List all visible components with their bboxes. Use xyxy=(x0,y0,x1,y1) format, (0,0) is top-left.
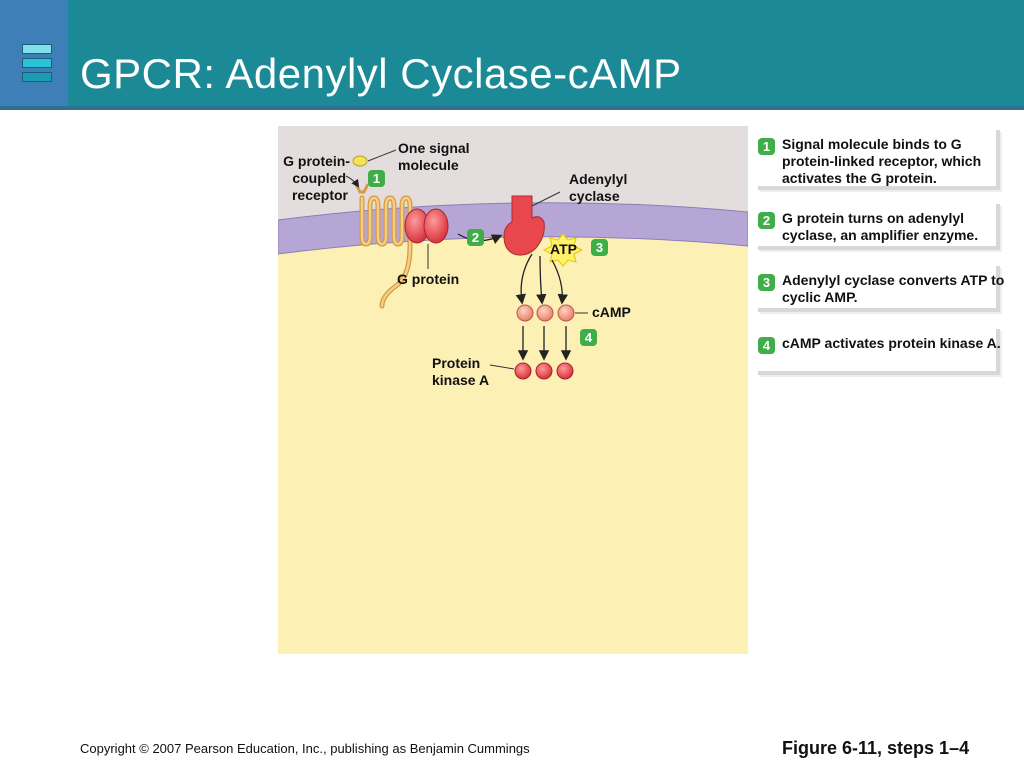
atp-label: ATP xyxy=(550,241,577,257)
figure-reference: Figure 6-11, steps 1–4 xyxy=(782,738,970,758)
step-caption-3: 3 Adenylyl cyclase converts ATP to cycli… xyxy=(758,266,1004,312)
g-protein xyxy=(404,208,449,269)
step-badge-2: 2 xyxy=(758,212,775,229)
step-text-4: cAMP activates protein kinase A. xyxy=(782,335,1001,351)
protein-kinase-a-label: Protein kinase A xyxy=(432,355,490,388)
signal-molecule xyxy=(352,155,368,167)
title-bar-accent xyxy=(0,0,68,106)
camp-label: cAMP xyxy=(592,304,631,320)
slide-title: GPCR: Adenylyl Cyclase-cAMP xyxy=(80,50,682,97)
step-caption-2: 2 G protein turns on adenylyl cyclase, a… xyxy=(758,204,1000,250)
diagram-step-badge-1: 1 xyxy=(368,170,385,187)
diagram-canvas xyxy=(278,126,748,654)
extracellular-area xyxy=(278,126,748,220)
diagram-step-badge-2: 2 xyxy=(467,229,484,246)
diagram-step-badge-4: 4 xyxy=(580,329,597,346)
step-badge-1: 1 xyxy=(758,138,775,155)
diagram-step-badge-3: 3 xyxy=(591,239,608,256)
slide-logo-icon xyxy=(22,44,52,86)
gpcr-diagram: G protein- coupled receptor One signal m… xyxy=(278,126,748,654)
camp-molecules xyxy=(516,304,588,322)
step-text-2: G protein turns on adenylyl cyclase, an … xyxy=(782,210,979,243)
protein-kinase-a xyxy=(489,362,574,380)
signal-molecule-label: One signal molecule xyxy=(398,140,470,173)
adenylyl-cyclase-label: Adenylyl cyclase xyxy=(569,171,628,204)
copyright-footer: Copyright © 2007 Pearson Education, Inc.… xyxy=(80,741,530,756)
step-caption-1: 1 Signal molecule binds to G protein-lin… xyxy=(758,130,1000,190)
step-text-1: Signal molecule binds to G protein-linke… xyxy=(782,136,982,186)
step-caption-4: 4 cAMP activates protein kinase A. xyxy=(758,329,1001,375)
adenylyl-cyclase xyxy=(503,195,545,256)
receptor-label: G protein- coupled receptor xyxy=(283,153,350,203)
step-badge-3: 3 xyxy=(758,274,775,291)
title-bar: GPCR: Adenylyl Cyclase-cAMP xyxy=(0,0,1024,106)
step-text-3: Adenylyl cyclase converts ATP to cyclic … xyxy=(782,272,1005,305)
atp-burst xyxy=(542,233,584,267)
title-divider xyxy=(0,106,1024,110)
g-protein-label: G protein xyxy=(397,271,460,287)
step-badge-4: 4 xyxy=(758,337,775,354)
